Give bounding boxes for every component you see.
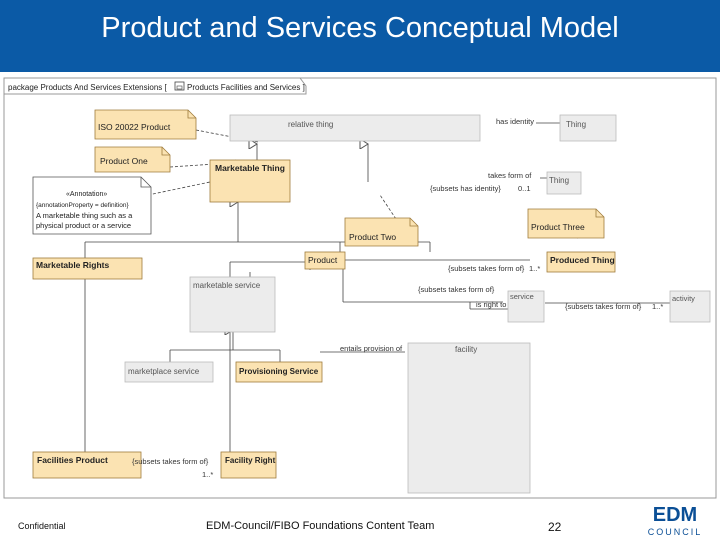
class-marketable-service: marketable service (189, 276, 276, 333)
class-product: Product (304, 251, 346, 270)
svg-text:relative thing: relative thing (288, 120, 333, 129)
svg-text:Product One: Product One (100, 156, 148, 166)
svg-text:facility: facility (455, 345, 477, 354)
class-facility: facility (407, 342, 531, 494)
label-subsets-takes-form-of-2: {subsets takes form of} (418, 285, 495, 294)
class-marketplace-service: marketplace service (124, 361, 214, 383)
svg-text:physical product or a service: physical product or a service (36, 221, 131, 230)
svg-text:marketable service: marketable service (193, 281, 261, 290)
note-annotation-definition: «Annotation» {annotationProperty = defin… (32, 176, 152, 235)
footer-page-number: 22 (548, 520, 562, 534)
svg-text:Facilities Product: Facilities Product (37, 455, 108, 465)
label-subsets-has-identity: {subsets has identity} (430, 184, 501, 193)
page-title: Product and Services Conceptual Model (101, 12, 619, 44)
class-provisioning-service: Provisioning Service (235, 361, 323, 383)
svg-text:«Annotation»: «Annotation» (66, 191, 107, 198)
label-has-identity: has identity (496, 117, 534, 126)
title-rule (0, 68, 720, 72)
class-produced-thing: Produced Thing (546, 251, 616, 273)
class-marketable-rights: Marketable Rights (32, 257, 143, 280)
footer-team: EDM-Council/FIBO Foundations Content Tea… (206, 520, 435, 532)
svg-text:Marketable Rights: Marketable Rights (36, 260, 109, 270)
label-mult-1star-b: 1..* (652, 302, 663, 311)
svg-text:Product: Product (308, 255, 338, 265)
class-thing-mid: Thing (546, 171, 582, 195)
svg-text:Thing: Thing (549, 176, 569, 185)
svg-text:COUNCIL: COUNCIL (648, 527, 703, 537)
footer-confidential: Confidential (18, 521, 66, 531)
uml-diagram: package Products And Services Extensions… (3, 77, 717, 499)
package-tab (4, 77, 307, 95)
svg-text:Thing: Thing (566, 120, 586, 129)
note-product-two: Product Two (344, 217, 419, 247)
class-relative-thing: relative thing (229, 114, 481, 142)
class-thing-top: Thing (559, 114, 617, 142)
package-diagram-icon (174, 81, 185, 91)
label-subsets-takes-form-of-3: {subsets takes form of} (565, 302, 642, 311)
svg-text:service: service (510, 292, 534, 301)
note-iso-20022-product: ISO 20022 Product (94, 109, 197, 140)
svg-text:Produced Thing: Produced Thing (550, 255, 615, 265)
label-mult-1star-c: 1..* (202, 470, 213, 479)
label-mult-01: 0..1 (518, 184, 531, 193)
class-service: service (507, 290, 545, 323)
svg-text:marketplace service: marketplace service (128, 367, 200, 376)
label-subsets-takes-form-of-1: {subsets takes form of} (448, 264, 525, 273)
class-marketable-thing: Marketable Thing (209, 159, 291, 203)
svg-text:A marketable thing such as a: A marketable thing such as a (36, 211, 133, 220)
svg-text:ISO 20022 Product: ISO 20022 Product (98, 122, 171, 132)
label-entails-provision-of: entails provision of (340, 344, 403, 353)
note-product-three: Product Three (527, 208, 605, 239)
svg-text:EDM: EDM (653, 504, 697, 526)
label-mult-1star-a: 1..* (529, 264, 540, 273)
svg-text:Marketable Thing: Marketable Thing (215, 163, 285, 173)
svg-text:Facility Right: Facility Right (225, 456, 276, 465)
class-activity: activity (669, 290, 711, 323)
svg-text:{annotationProperty = definiti: {annotationProperty = definition} (36, 202, 130, 209)
svg-text:Product Three: Product Three (531, 222, 585, 232)
note-product-one: Product One (94, 146, 171, 173)
package-label: package Products And Services Extensions… (8, 83, 168, 92)
label-subsets-takes-form-of-4: {subsets takes form of} (132, 457, 209, 466)
label-is-right-to: is right to (476, 300, 506, 309)
svg-text:activity: activity (672, 294, 695, 303)
title-bar (0, 0, 720, 68)
class-facilities-product: Facilities Product (32, 451, 142, 479)
svg-text:Product Two: Product Two (349, 232, 396, 242)
package-suffix: Products Facilities and Services ] (187, 83, 305, 92)
label-takes-form-of: takes form of (488, 171, 532, 180)
edm-council-logo: EDM COUNCIL (648, 504, 703, 537)
class-facility-right: Facility Right (220, 451, 277, 479)
svg-text:Provisioning Service: Provisioning Service (239, 367, 319, 376)
relation-labels: has identity takes form of {subsets has … (132, 117, 663, 479)
